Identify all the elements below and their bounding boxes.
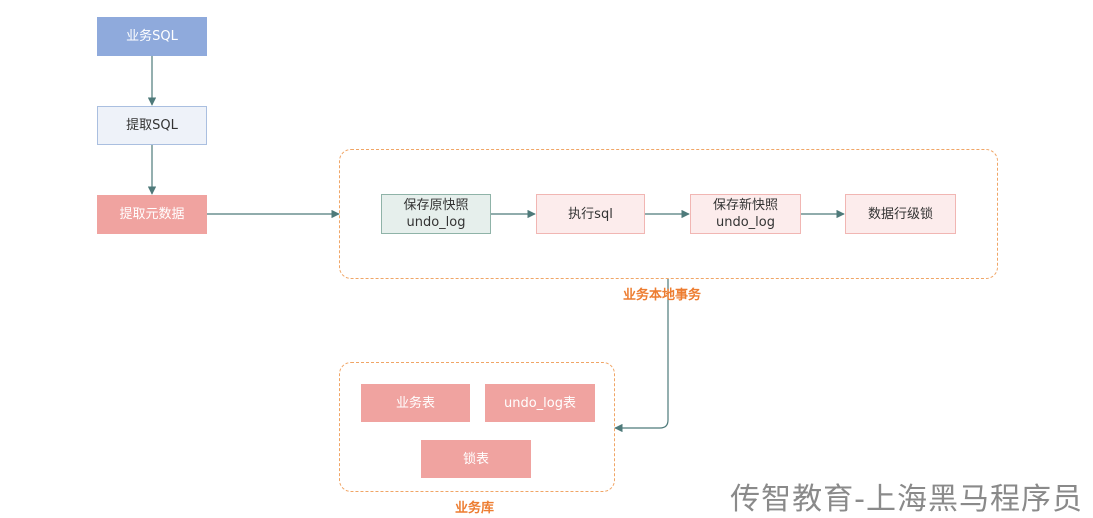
undo-log-table-label: undo_log表 bbox=[503, 395, 576, 411]
business-db-label: 业务库 bbox=[455, 501, 495, 516]
save-before-image-line2: undo_log bbox=[406, 215, 466, 230]
save-after-image-node: 保存新快照 undo_log bbox=[690, 194, 801, 234]
local-transaction-group bbox=[339, 149, 998, 279]
execute-sql-label: 执行sql bbox=[568, 206, 613, 222]
business-sql-label: 业务SQL bbox=[126, 29, 178, 44]
extract-sql-label: 提取SQL bbox=[126, 118, 178, 133]
extract-sql-node: 提取SQL bbox=[97, 106, 207, 145]
business-sql-node: 业务SQL bbox=[97, 17, 207, 56]
execute-sql-node: 执行sql bbox=[536, 194, 645, 234]
lock-table-node: 锁表 bbox=[421, 440, 531, 478]
arrow-local-transaction-to-business-db bbox=[614, 279, 669, 433]
save-before-image-node: 保存原快照 undo_log bbox=[381, 194, 491, 234]
business-db-group bbox=[339, 362, 615, 492]
save-before-image-line1: 保存原快照 bbox=[403, 198, 469, 213]
local-transaction-label: 业务本地事务 bbox=[623, 288, 702, 303]
business-table-node: 业务表 bbox=[361, 384, 470, 422]
watermark-text: 传智教育-上海黑马程序员 bbox=[730, 482, 1083, 517]
save-after-image-line2: undo_log bbox=[715, 215, 775, 230]
undo-log-table-node: undo_log表 bbox=[485, 384, 595, 422]
row-lock-label: 数据行级锁 bbox=[867, 206, 933, 222]
lock-table-label: 锁表 bbox=[462, 451, 489, 467]
business-table-label: 业务表 bbox=[395, 395, 435, 411]
save-after-image-line1: 保存新快照 bbox=[712, 198, 778, 213]
extract-metadata-label: 提取元数据 bbox=[119, 207, 185, 222]
extract-metadata-node: 提取元数据 bbox=[97, 195, 207, 234]
row-lock-node: 数据行级锁 bbox=[845, 194, 956, 234]
